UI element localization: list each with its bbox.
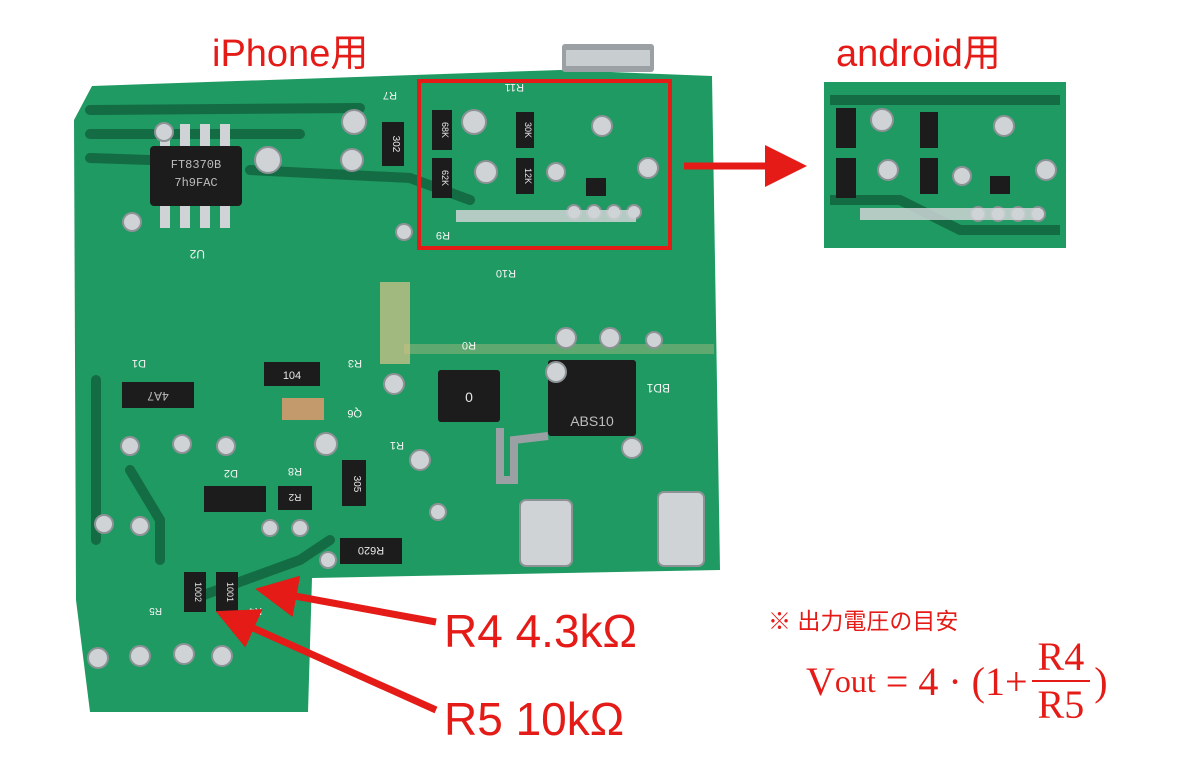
android-label: android用	[836, 33, 1001, 75]
svg-text:62K: 62K	[440, 170, 450, 186]
svg-text:1001: 1001	[225, 582, 235, 602]
svg-text:D1: D1	[132, 357, 146, 369]
svg-text:104: 104	[283, 370, 301, 382]
resistor-302	[382, 122, 404, 166]
iphone-label: iPhone用	[212, 33, 369, 75]
pcb-traces	[85, 103, 475, 605]
svg-text:R2: R2	[288, 491, 301, 502]
solder-pads-left	[87, 434, 337, 669]
ic-marking-bottom: 7h9FAC	[174, 176, 217, 190]
svg-text:30K: 30K	[523, 122, 533, 138]
resistor-r4	[216, 572, 238, 612]
svg-text:ABS10: ABS10	[570, 413, 614, 429]
silk-u2: U2	[189, 247, 205, 261]
svg-text:0: 0	[465, 389, 473, 405]
svg-text:302: 302	[390, 136, 401, 153]
formula-lhs: V	[806, 658, 835, 704]
svg-text:R1: R1	[390, 439, 404, 451]
svg-text:R9: R9	[436, 229, 450, 241]
ac-pins	[314, 327, 705, 567]
resistor-0	[438, 370, 500, 422]
svg-text:1002: 1002	[193, 582, 203, 602]
formula-denominator: R5	[1037, 682, 1085, 727]
bridge-rectifier	[548, 360, 636, 436]
svg-text:R620: R620	[358, 544, 384, 556]
diode-d1	[122, 382, 194, 408]
arrow-to-r4	[255, 575, 437, 626]
svg-text:BD1: BD1	[646, 381, 670, 395]
voltage-note: ※ 出力電圧の目安	[768, 608, 959, 634]
svg-text:12K: 12K	[523, 168, 533, 184]
resistor-r2	[278, 486, 312, 510]
formula-lhs-sub: out	[834, 662, 876, 699]
svg-text:R3: R3	[348, 357, 362, 369]
formula-suffix: )	[1094, 658, 1108, 704]
svg-text:R5: R5	[149, 605, 162, 616]
resistor-r620	[340, 538, 402, 564]
formula-prefix: = 4 · (1+	[885, 658, 1028, 704]
svg-text:68K: 68K	[440, 122, 450, 138]
r4-callout: R4 4.3kΩ	[444, 605, 637, 657]
zone-components: 68K 62K 30K 12K R11 R9 R10	[432, 81, 606, 279]
resistor-104	[264, 362, 320, 386]
diode-d2	[204, 486, 266, 512]
svg-text:305: 305	[351, 476, 362, 493]
resistor-305	[342, 460, 366, 506]
svg-text:R0: R0	[462, 339, 476, 351]
svg-text:R10: R10	[496, 267, 516, 279]
ic-marking-top: FT8370B	[171, 158, 221, 172]
svg-text:4A7: 4A7	[147, 389, 169, 403]
svg-text:Q6: Q6	[347, 407, 362, 419]
android-inset-photo	[824, 82, 1066, 248]
arrow-to-r5	[215, 609, 438, 714]
svg-text:R8: R8	[288, 465, 302, 477]
r5-callout: R5 10kΩ	[444, 693, 625, 745]
highlight-box	[417, 79, 672, 250]
formula-fraction: R4 R5	[1031, 636, 1091, 727]
svg-text:R4: R4	[249, 605, 262, 616]
svg-text:R11: R11	[505, 81, 524, 93]
resistor-r5	[184, 572, 206, 612]
capacitor	[282, 398, 324, 420]
svg-text:R7: R7	[383, 89, 397, 101]
ic-ft8370b	[150, 146, 242, 206]
formula-numerator: R4	[1031, 636, 1091, 682]
svg-text:D2: D2	[224, 467, 238, 479]
pcb-slot	[380, 282, 410, 364]
